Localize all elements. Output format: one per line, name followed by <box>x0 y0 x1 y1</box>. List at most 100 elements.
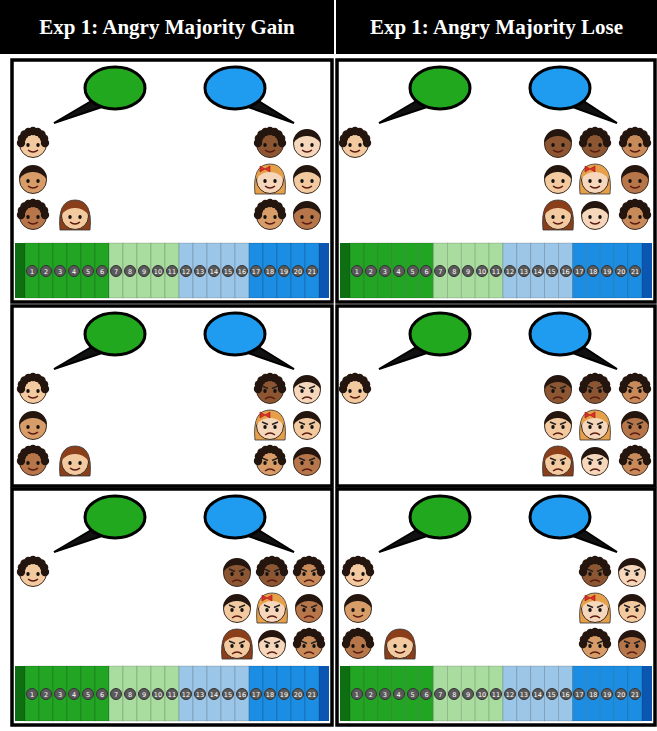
eye <box>588 425 591 429</box>
mouth <box>553 186 563 188</box>
scale-number: 1 <box>26 688 38 700</box>
eye <box>310 425 313 429</box>
scale-cell <box>263 243 277 298</box>
eyebrow <box>637 458 643 461</box>
scale-cell <box>406 243 420 298</box>
mouth <box>302 397 312 399</box>
scale-cell <box>207 666 221 721</box>
scale-number: 2 <box>40 265 52 277</box>
eye <box>628 179 631 183</box>
face-icon <box>19 411 47 440</box>
scale-cell <box>123 243 137 298</box>
scale-cell <box>193 666 207 721</box>
hair <box>256 411 284 425</box>
eye <box>598 644 601 648</box>
eyebrow <box>274 605 280 608</box>
scale-cell <box>364 666 378 721</box>
mouth <box>265 150 275 152</box>
hair <box>41 457 49 465</box>
eye <box>361 644 364 648</box>
eye <box>310 215 313 219</box>
mouth <box>630 186 640 188</box>
eye <box>625 572 628 576</box>
eye <box>273 179 276 183</box>
eyebrow <box>229 641 235 644</box>
face-icon <box>255 164 286 194</box>
face-icon <box>580 593 611 623</box>
eye <box>230 608 233 612</box>
scale-number: 19 <box>601 265 613 277</box>
eyebrow <box>627 422 633 425</box>
scale-cell <box>628 243 642 298</box>
mouth <box>590 652 600 654</box>
hair <box>581 411 609 425</box>
scale-number: 11 <box>166 265 178 277</box>
face-icon <box>619 127 651 158</box>
hair <box>366 640 374 648</box>
eye <box>635 608 638 612</box>
scale-cell <box>277 243 291 298</box>
scale-number: 21 <box>306 265 318 277</box>
face-icon <box>544 411 572 440</box>
eye <box>351 644 354 648</box>
speech-bubble <box>410 496 470 538</box>
hair <box>278 457 286 465</box>
mouth <box>302 222 312 224</box>
eyebrow <box>634 605 640 608</box>
scale-cell <box>545 243 559 298</box>
eyebrow <box>299 386 305 389</box>
hair <box>295 594 323 608</box>
face-icon <box>544 165 572 194</box>
scale-number: 21 <box>306 688 318 700</box>
eyebrow <box>309 386 315 389</box>
eyebrow <box>229 605 235 608</box>
hair <box>580 593 611 623</box>
scale-cap <box>319 666 329 721</box>
eye <box>26 572 29 576</box>
scale-cell <box>305 666 319 721</box>
scale-number: 21 <box>629 265 641 277</box>
scale-cell <box>628 666 642 721</box>
hair <box>61 201 89 215</box>
scale-number: 16 <box>560 265 572 277</box>
eyebrow <box>597 386 603 389</box>
eye <box>638 179 641 183</box>
hair <box>19 165 47 179</box>
scale-cell <box>179 243 193 298</box>
panel-frame <box>12 489 332 725</box>
eyebrow <box>550 386 556 389</box>
eye <box>625 644 628 648</box>
eye <box>230 572 233 576</box>
eyebrow <box>299 458 305 461</box>
eyebrow <box>597 605 603 608</box>
eye <box>26 461 29 465</box>
eye <box>300 389 303 393</box>
panel-frame <box>12 60 332 302</box>
eye <box>561 389 564 393</box>
hair <box>363 385 371 393</box>
eyebrow <box>264 641 270 644</box>
mouth <box>627 580 637 582</box>
scale-number: 10 <box>152 265 164 277</box>
scale-cell <box>503 666 517 721</box>
scale-cell <box>221 243 235 298</box>
face-icon <box>580 164 611 194</box>
face-icon <box>295 594 323 623</box>
hair <box>544 447 572 461</box>
scale-cell <box>406 666 420 721</box>
scale-cap <box>340 666 350 721</box>
eye <box>26 215 29 219</box>
scale-number: 18 <box>264 688 276 700</box>
scale-number: 8 <box>124 265 136 277</box>
eyebrow <box>272 386 278 389</box>
scale-number: 11 <box>166 688 178 700</box>
mouth <box>70 468 80 470</box>
scale-cell <box>572 666 586 721</box>
eye <box>561 425 564 429</box>
hair <box>280 568 288 576</box>
mouth <box>630 433 640 435</box>
eye <box>638 143 641 147</box>
hair <box>580 410 611 440</box>
eye <box>598 179 601 183</box>
